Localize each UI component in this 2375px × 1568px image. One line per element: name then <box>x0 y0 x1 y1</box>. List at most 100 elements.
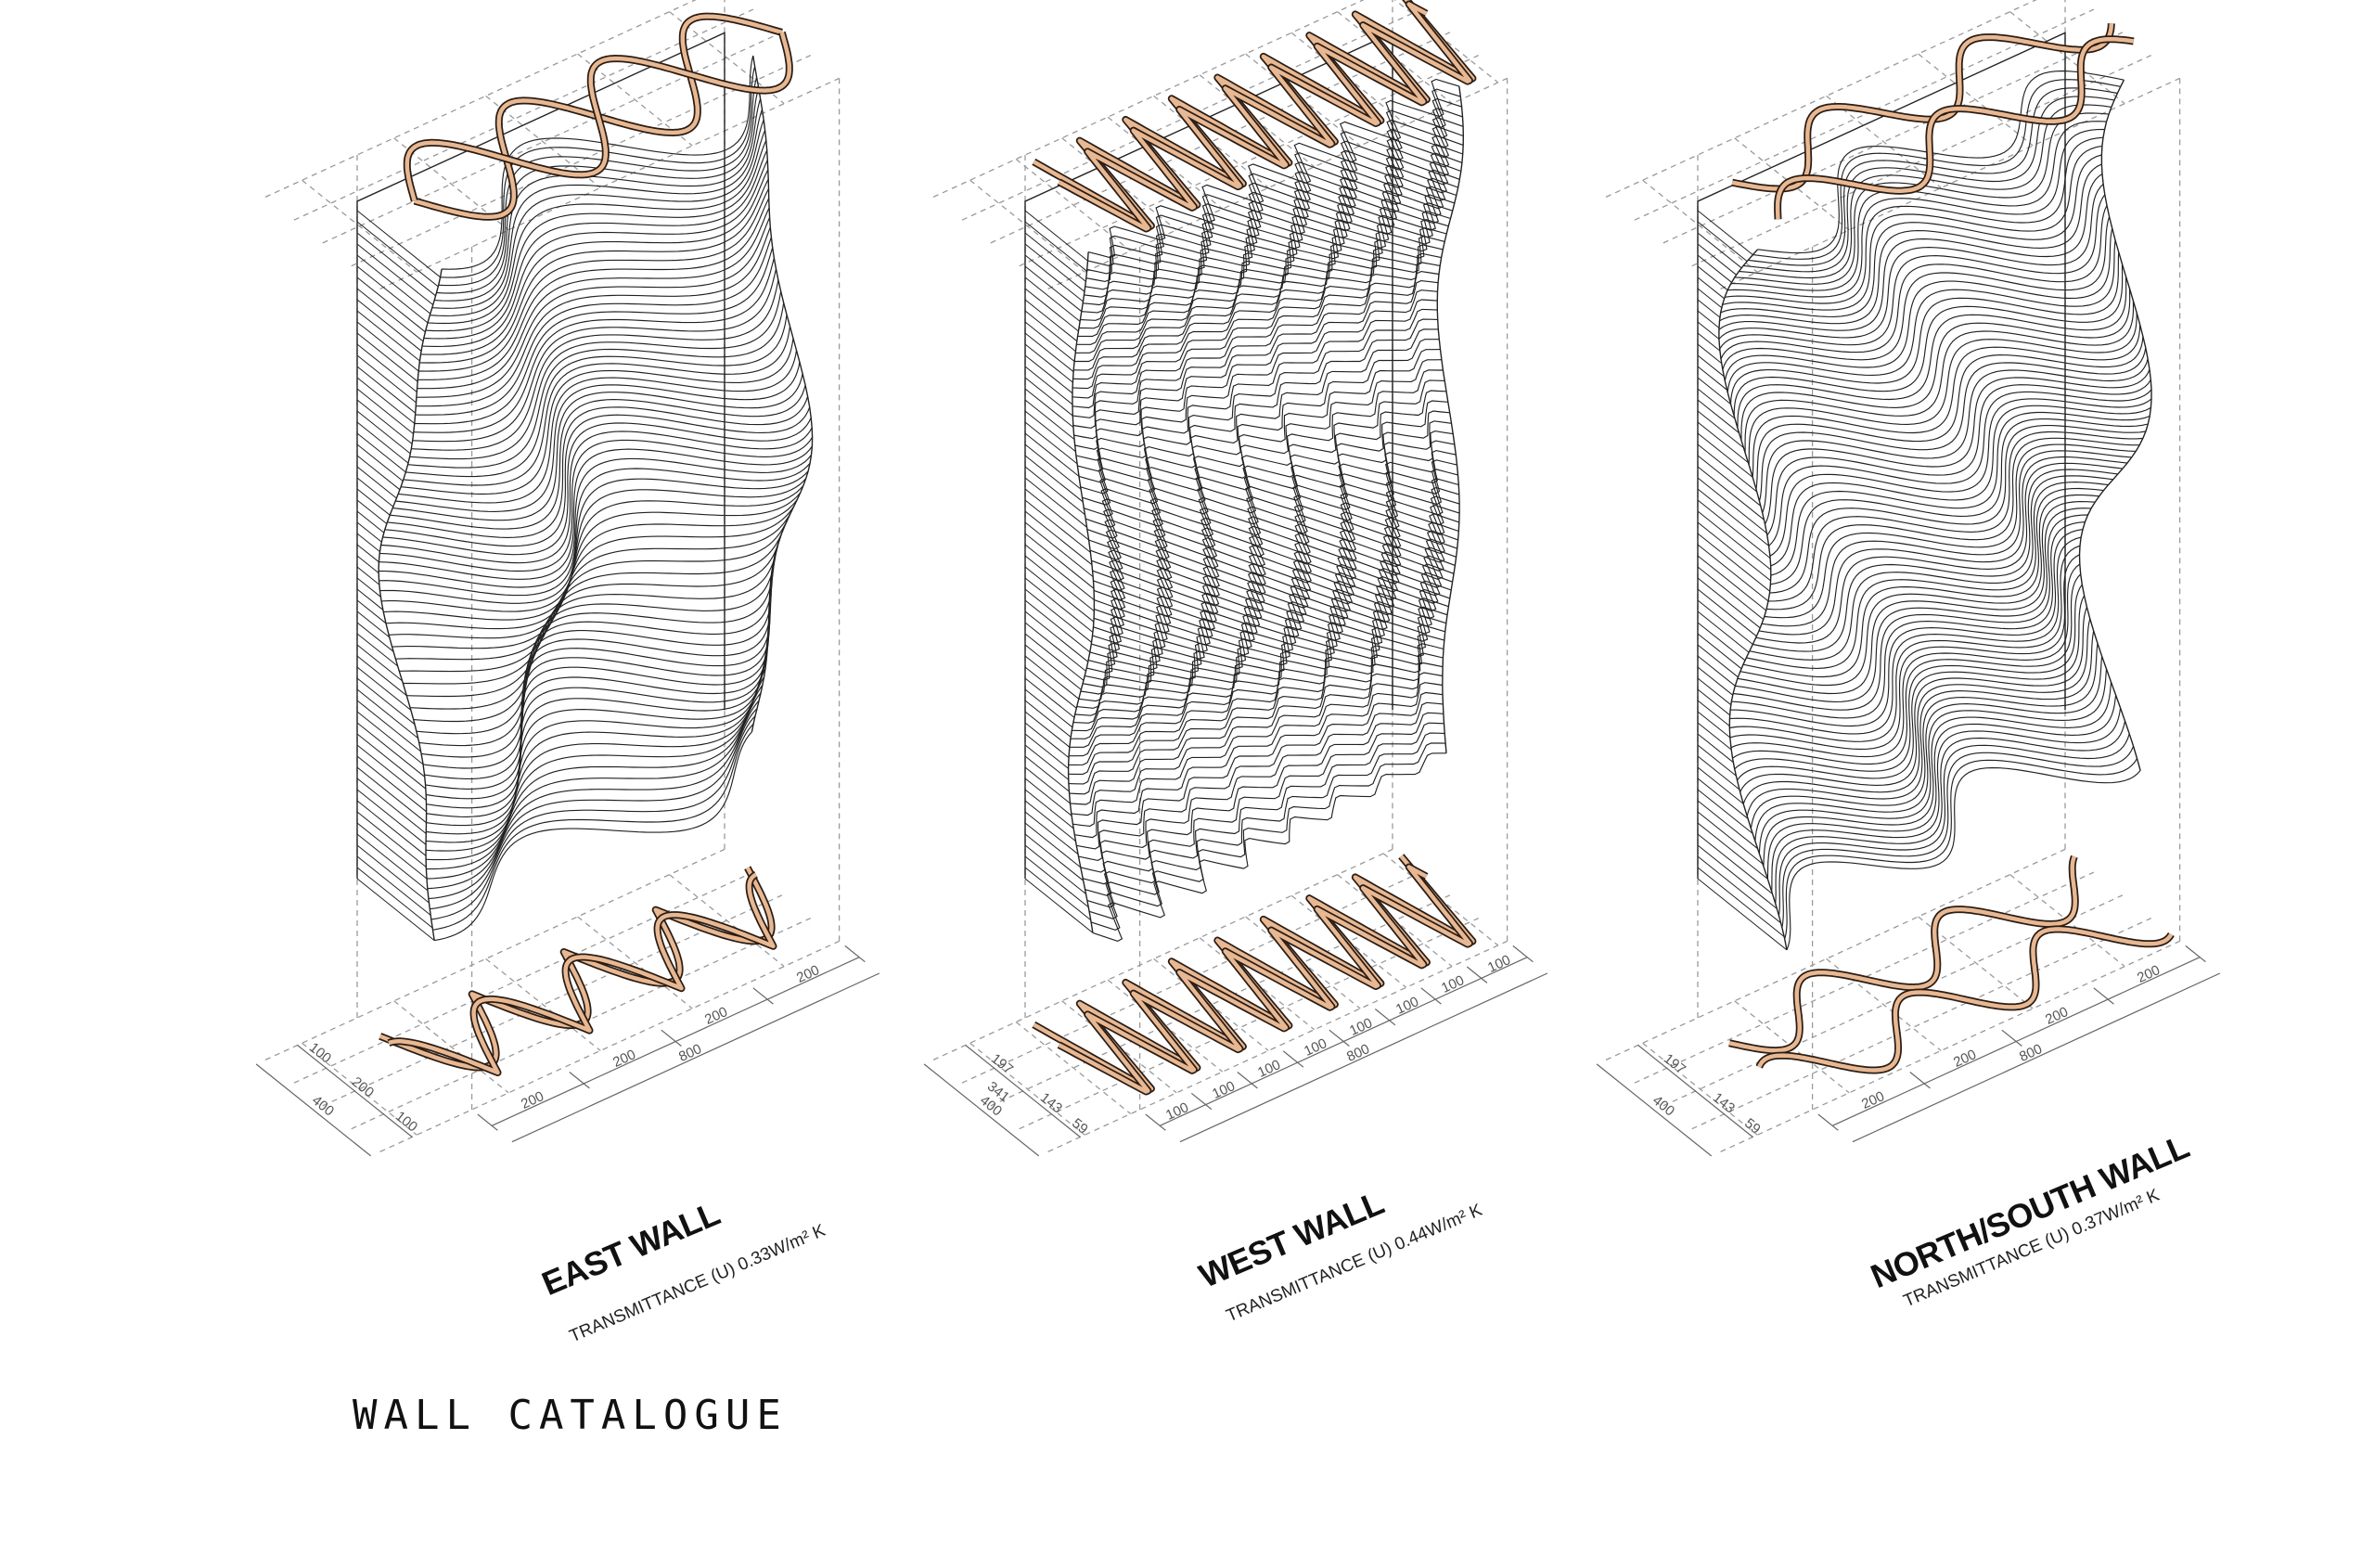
side-contour-line <box>356 666 412 711</box>
side-contour-line <box>1697 666 1734 696</box>
side-contour-line <box>1024 666 1077 709</box>
side-contour-line <box>356 265 429 324</box>
surface-contour-line <box>1074 546 1457 716</box>
surface-contour-line <box>1766 379 2151 536</box>
plan-grid-line <box>1642 1042 1758 1136</box>
side-contour-line <box>1024 410 1076 452</box>
surface-contour-line <box>410 540 780 710</box>
surface-contour-line <box>1083 701 1444 885</box>
surface-contour-line <box>1093 449 1457 636</box>
side-contour-line <box>1024 688 1073 728</box>
side-contour-line <box>1024 622 1086 672</box>
surface-contour-line <box>426 606 770 800</box>
side-contour-line <box>356 276 426 333</box>
surface-contour-line <box>1091 379 1445 572</box>
surface-contour-line <box>1752 324 2141 478</box>
dimension-tick <box>1374 1009 1396 1026</box>
side-contour-line <box>356 388 414 434</box>
surface-contour-line <box>381 478 807 612</box>
surface-contour-line <box>426 642 769 835</box>
surface-contour-line <box>1087 88 1461 266</box>
side-contour-line <box>1697 622 1746 662</box>
surface-contour-line <box>1784 758 2138 940</box>
surface-contour-line <box>1080 152 1463 321</box>
surface-contour-line <box>1090 742 1446 932</box>
surface-contour-line <box>399 519 789 673</box>
surface-contour-line <box>1087 486 1459 667</box>
surface-contour-line <box>1770 418 2149 585</box>
surface-contour-line <box>1720 154 2102 317</box>
side-contour-line <box>1024 700 1072 738</box>
plan-grid-line <box>1605 848 2066 1060</box>
side-contour-line <box>1697 221 1748 262</box>
surface-contour-line <box>1072 563 1455 732</box>
side-contour-line <box>1024 499 1091 553</box>
plan-grid-line <box>961 8 1422 221</box>
total-width-dimension-line <box>1179 972 1548 1143</box>
surface-contour-line <box>379 470 809 604</box>
side-contour-line <box>1024 521 1094 577</box>
surface-contour-line <box>1719 194 2106 350</box>
surface-contour-line <box>1082 513 1459 688</box>
plan-grid-line <box>393 1000 509 1094</box>
side-contour-line <box>1024 800 1076 842</box>
body-edge-line <box>751 55 814 733</box>
timber-rib <box>379 867 774 1070</box>
surface-contour-line <box>1744 301 2135 453</box>
surface-contour-line <box>382 417 812 556</box>
side-contour-line <box>356 700 422 752</box>
surface-contour-line <box>1086 97 1462 275</box>
side-contour-line <box>1697 310 1720 328</box>
side-contour-line <box>1697 700 1730 726</box>
surface-contour-line <box>1078 161 1461 329</box>
surface-contour-line <box>1754 656 2103 842</box>
side-contour-line <box>356 633 399 667</box>
side-contour-line <box>356 566 380 585</box>
side-contour-line <box>1024 722 1070 758</box>
side-contour-line <box>1697 722 1732 751</box>
plan-grid-line <box>1662 32 2124 244</box>
surface-contour-line <box>1722 145 2103 311</box>
surface-contour-line <box>1084 328 1439 517</box>
side-contour-line <box>1024 655 1080 700</box>
side-contour-line <box>356 499 388 524</box>
surface-contour-line <box>1080 691 1444 873</box>
surface-contour-line <box>418 188 770 372</box>
surface-contour-line <box>398 350 798 504</box>
side-contour-line <box>1024 833 1085 881</box>
surface-contour-line <box>1069 624 1445 795</box>
surface-contour-line <box>392 506 795 649</box>
side-contour-line <box>356 811 427 868</box>
surface-contour-line <box>1746 630 2095 816</box>
side-contour-line <box>1697 733 1734 764</box>
side-contour-line <box>356 243 434 305</box>
surface-contour-line <box>1732 573 2082 765</box>
surface-contour-line <box>1080 308 1438 495</box>
surface-contour-line <box>426 615 770 809</box>
surface-contour-line <box>379 445 813 580</box>
surface-contour-line <box>427 130 766 325</box>
surface-contour-line <box>427 692 762 890</box>
side-contour-line <box>356 455 401 491</box>
total-depth-dimension-line <box>923 1063 1040 1157</box>
surface-contour-line <box>423 580 772 769</box>
surface-contour-line <box>1764 369 2150 525</box>
surface-contour-line <box>1086 495 1460 674</box>
plan-grid-line <box>1642 179 1758 273</box>
surface-contour-line <box>1752 469 2118 652</box>
side-contour-line <box>356 210 441 278</box>
surface-contour-line <box>383 485 804 621</box>
surface-contour-line <box>1084 125 1464 298</box>
side-contour-line <box>1697 533 1771 592</box>
side-contour-line <box>1697 778 1749 819</box>
surface-contour-line <box>436 87 760 294</box>
dimension-tick <box>569 1072 590 1089</box>
side-contour-line <box>1697 432 1753 478</box>
side-contour-line <box>1024 332 1074 373</box>
surface-contour-line <box>390 384 806 530</box>
side-contour-line <box>1697 544 1769 602</box>
side-contour-line <box>356 332 418 382</box>
surface-contour-line <box>1087 78 1459 259</box>
